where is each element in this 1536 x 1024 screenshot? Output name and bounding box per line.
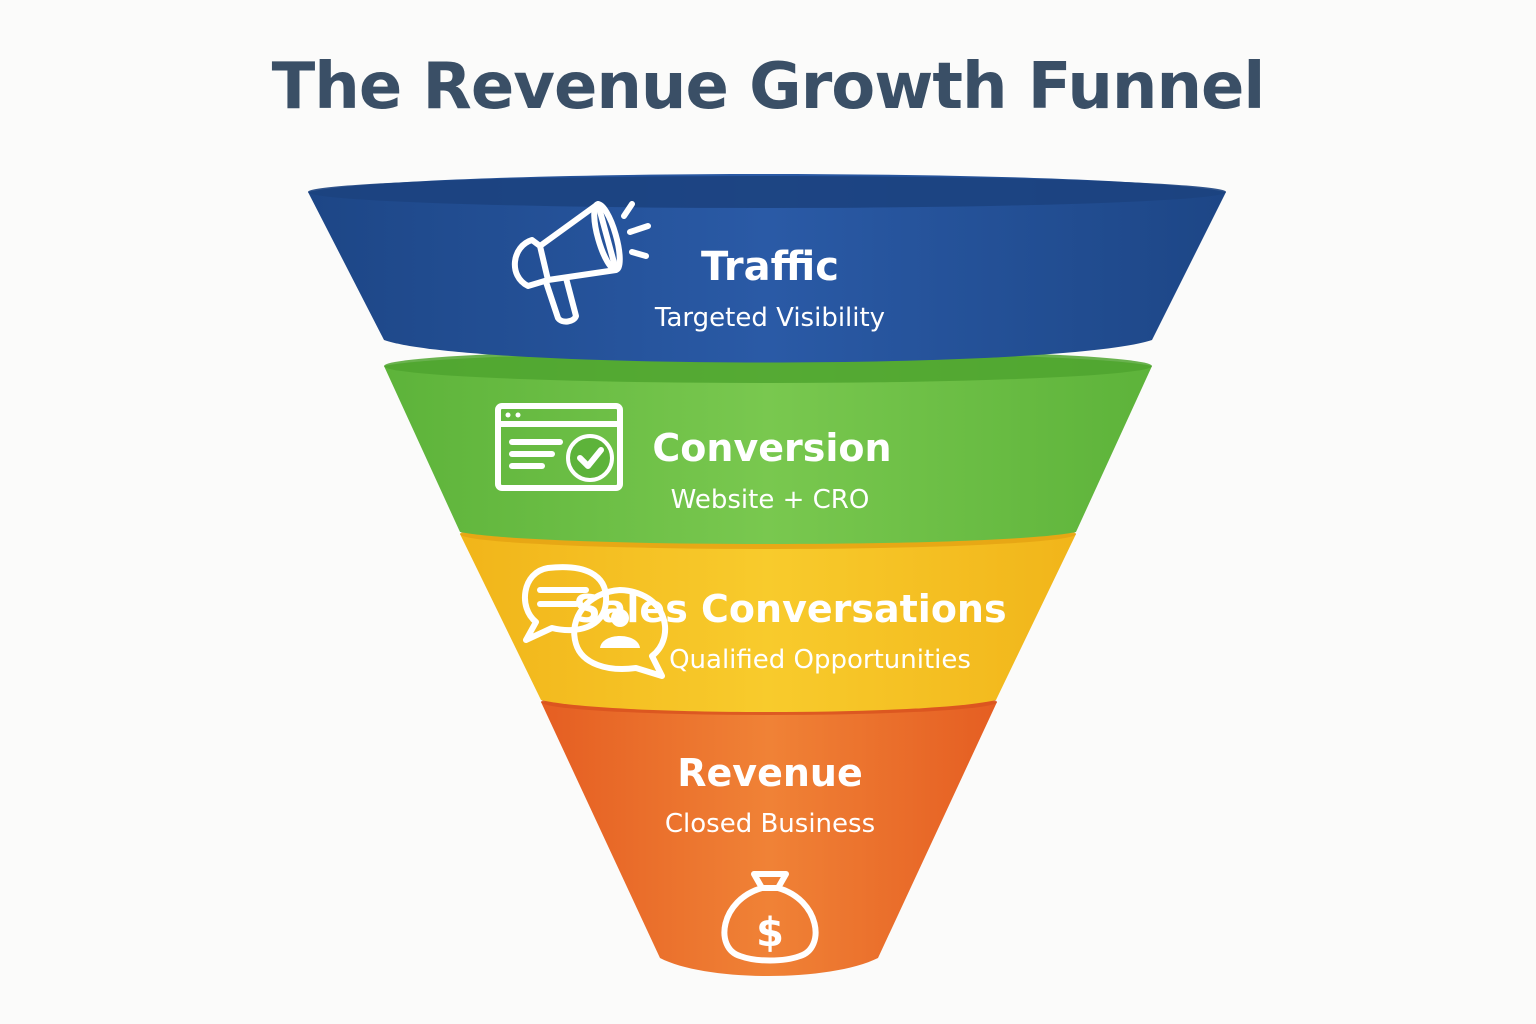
- funnel-stage-sales: Sales Conversations Qualified Opportunit…: [460, 519, 1076, 712]
- megaphone-icon: [511, 201, 651, 325]
- funnel-segment-traffic: [308, 174, 1226, 363]
- stage-title-revenue: Revenue: [677, 751, 862, 795]
- funnel-segment-conversion: [384, 352, 1152, 544]
- stage-subtitle-conversion: Website + CRO: [671, 485, 870, 515]
- stage-subtitle-revenue: Closed Business: [665, 809, 875, 839]
- money-bag-icon: $: [721, 871, 819, 964]
- funnel-segment-sales: [460, 522, 1076, 712]
- stage-subtitle-traffic: Targeted Visibility: [654, 303, 885, 333]
- stage-subtitle-sales: Qualified Opportunities: [669, 645, 971, 675]
- page-title: The Revenue Growth Funnel: [271, 50, 1266, 124]
- stage-title-traffic: Traffic: [701, 244, 839, 290]
- funnel-rim-traffic: [308, 176, 1226, 208]
- chat-bubbles-icon: [521, 564, 669, 679]
- funnel-stage-traffic: Traffic Targeted Visibility: [308, 174, 1226, 363]
- svg-text:$: $: [756, 910, 784, 956]
- stage-title-conversion: Conversion: [652, 426, 891, 470]
- funnel-stage-revenue: Revenue Closed Business $: [541, 689, 997, 976]
- browser-check-icon: [495, 403, 623, 491]
- funnel-segment-revenue: [541, 691, 997, 976]
- funnel-stage-conversion: Conversion Website + CRO: [384, 349, 1152, 544]
